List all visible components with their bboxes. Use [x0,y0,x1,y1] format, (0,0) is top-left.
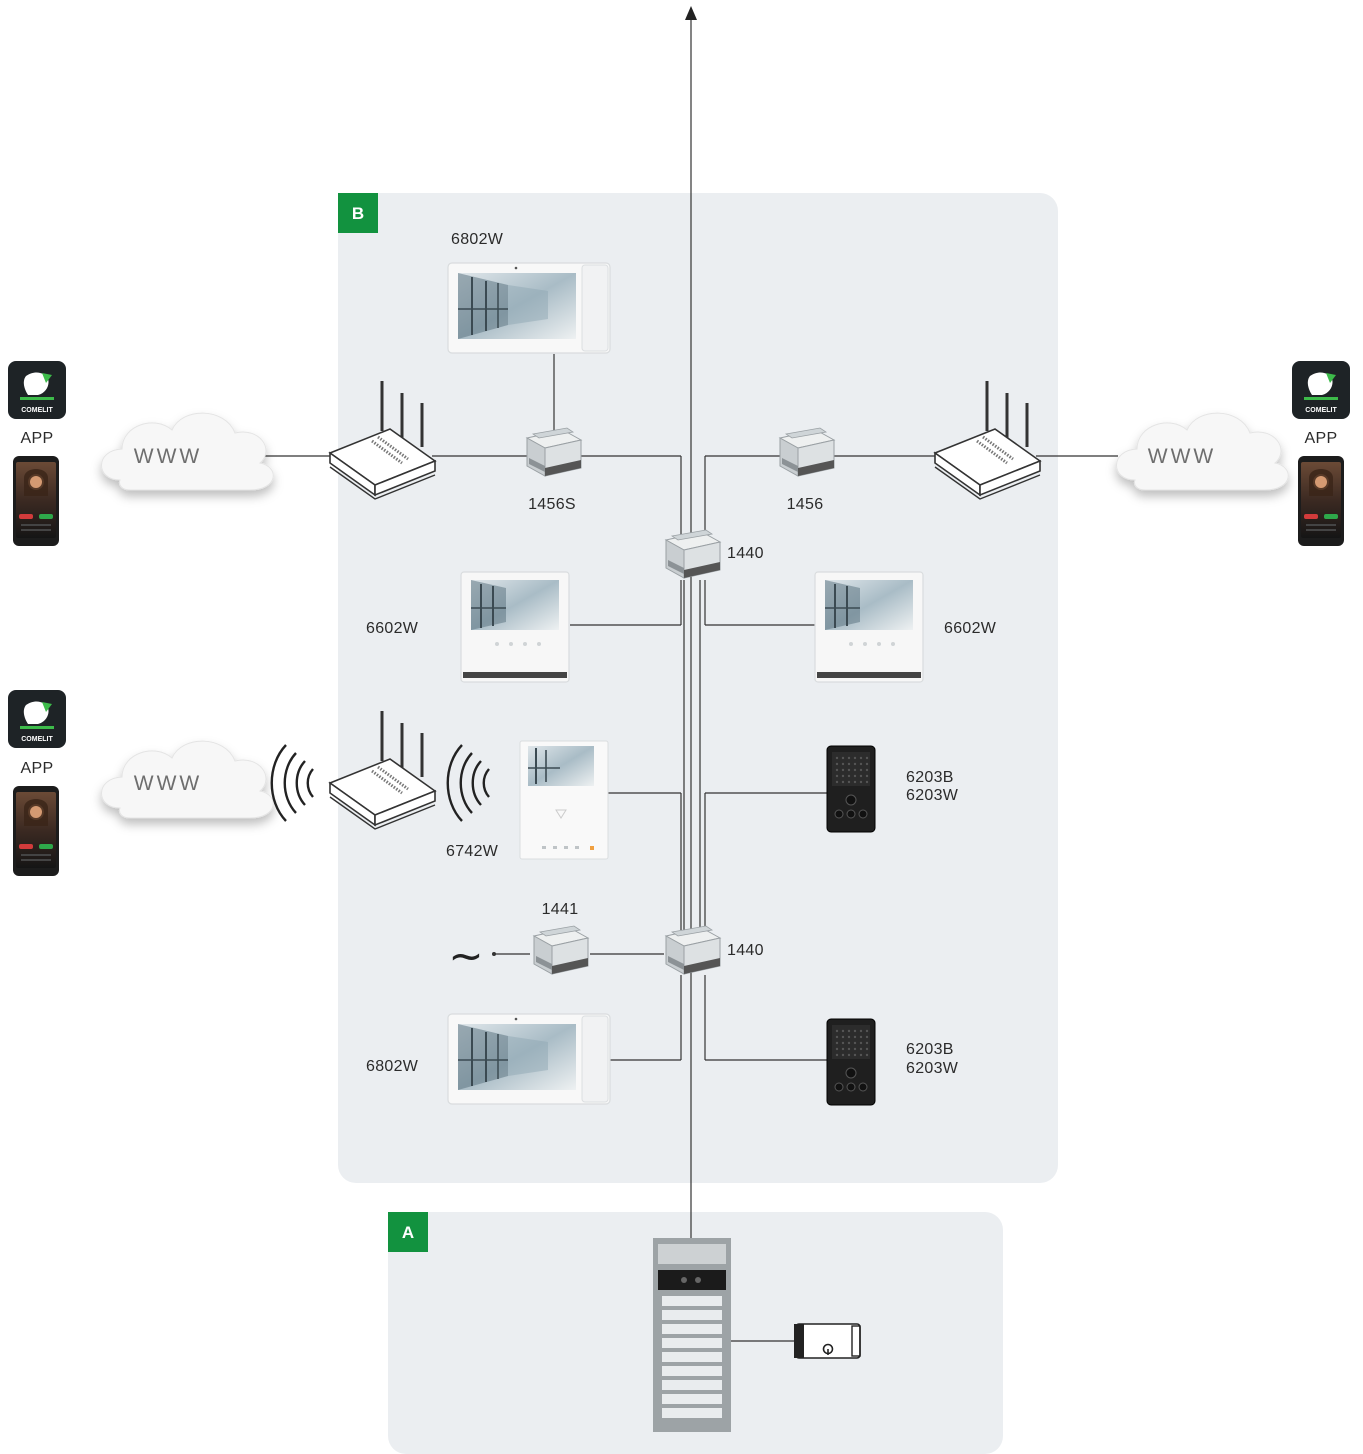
distributor-1440-bottom [665,925,721,975]
mains-terminal [492,952,496,956]
app-icon [8,690,66,748]
monitor-6602w-left-label: 6602W [366,620,419,637]
outdoor-station-6203 [826,1018,876,1106]
entrance-panel [653,1238,731,1432]
monitor-6802w-top [447,262,611,354]
monitor-6602w-right [814,571,924,683]
monitor-6742w [519,740,609,860]
app-icon [1292,361,1350,419]
app-label: APP [21,760,54,777]
zone-a-badge [388,1212,428,1252]
zone-b-badge-label: B [352,204,364,223]
monitor-6802w-top-label: 6802W [451,231,504,248]
smartphone [13,456,59,546]
power-adapter-1456s-label: 1456S [528,496,576,513]
app-label: APP [1305,430,1338,447]
zone-a-badge-label: A [402,1223,414,1242]
outdoor-station-6203-label-b: 6203B [906,769,954,786]
monitor-6802w-bottom-label: 6802W [366,1058,419,1075]
monitor-6742w-label: 6742W [446,843,499,860]
power-supply-1441-label: 1441 [542,901,579,918]
outdoor-station-6203-label-w: 6203W [906,1060,959,1077]
monitor-6602w-left [460,571,570,683]
zone-b-badge [338,193,378,233]
power-adapter-1456 [779,427,835,477]
app-icon [8,361,66,419]
power-supply-1441 [533,925,589,975]
monitor-6602w-right-label: 6602W [944,620,997,637]
distributor-1440-top-label: 1440 [727,545,764,562]
wiring [232,354,1118,1342]
electric-lock-icon [794,1323,861,1359]
smartphone [13,786,59,876]
distributor-1440-top [665,529,721,579]
distributor-1440-bottom-label: 1440 [727,942,764,959]
outdoor-station-6203-label-w: 6203W [906,787,959,804]
power-adapter-1456s [526,427,582,477]
zone-b-panel [338,193,1058,1183]
cloud-label: WWW [134,445,202,468]
outdoor-station-6203 [826,745,876,833]
riser-line [685,6,697,1238]
smartphone [1298,456,1344,546]
cloud-label: WWW [134,772,202,795]
wireless-signal-icon [270,743,315,823]
monitor-6802w-bottom [447,1013,611,1105]
power-adapter-1456-label: 1456 [787,496,824,513]
cloud-label: WWW [1148,445,1216,468]
app-label: APP [21,430,54,447]
mains-ac-symbol: ~ [448,931,483,980]
outdoor-station-6203-label-b: 6203B [906,1041,954,1058]
